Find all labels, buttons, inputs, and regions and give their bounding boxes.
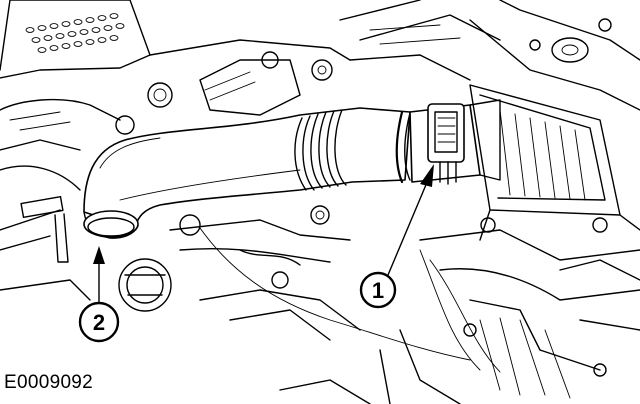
callout-2-arrowhead [93,246,105,264]
cowl-vent-holes [25,13,125,53]
figure-id-label: E0009092 [4,372,94,393]
callout-2: 2 [78,301,120,343]
callout-2-number: 2 [93,310,105,335]
strut-mount [551,37,589,63]
air-cleaner-box [469,84,640,241]
hose-corrugations [294,109,347,191]
intake-air-hose [83,99,501,239]
maf-sensor [409,99,501,185]
callout-leaders [93,164,434,303]
callout-1: 1 [359,271,397,309]
filler-cap [118,258,172,312]
callout-1-number: 1 [372,278,384,303]
callout-1-arrowhead [420,164,434,187]
